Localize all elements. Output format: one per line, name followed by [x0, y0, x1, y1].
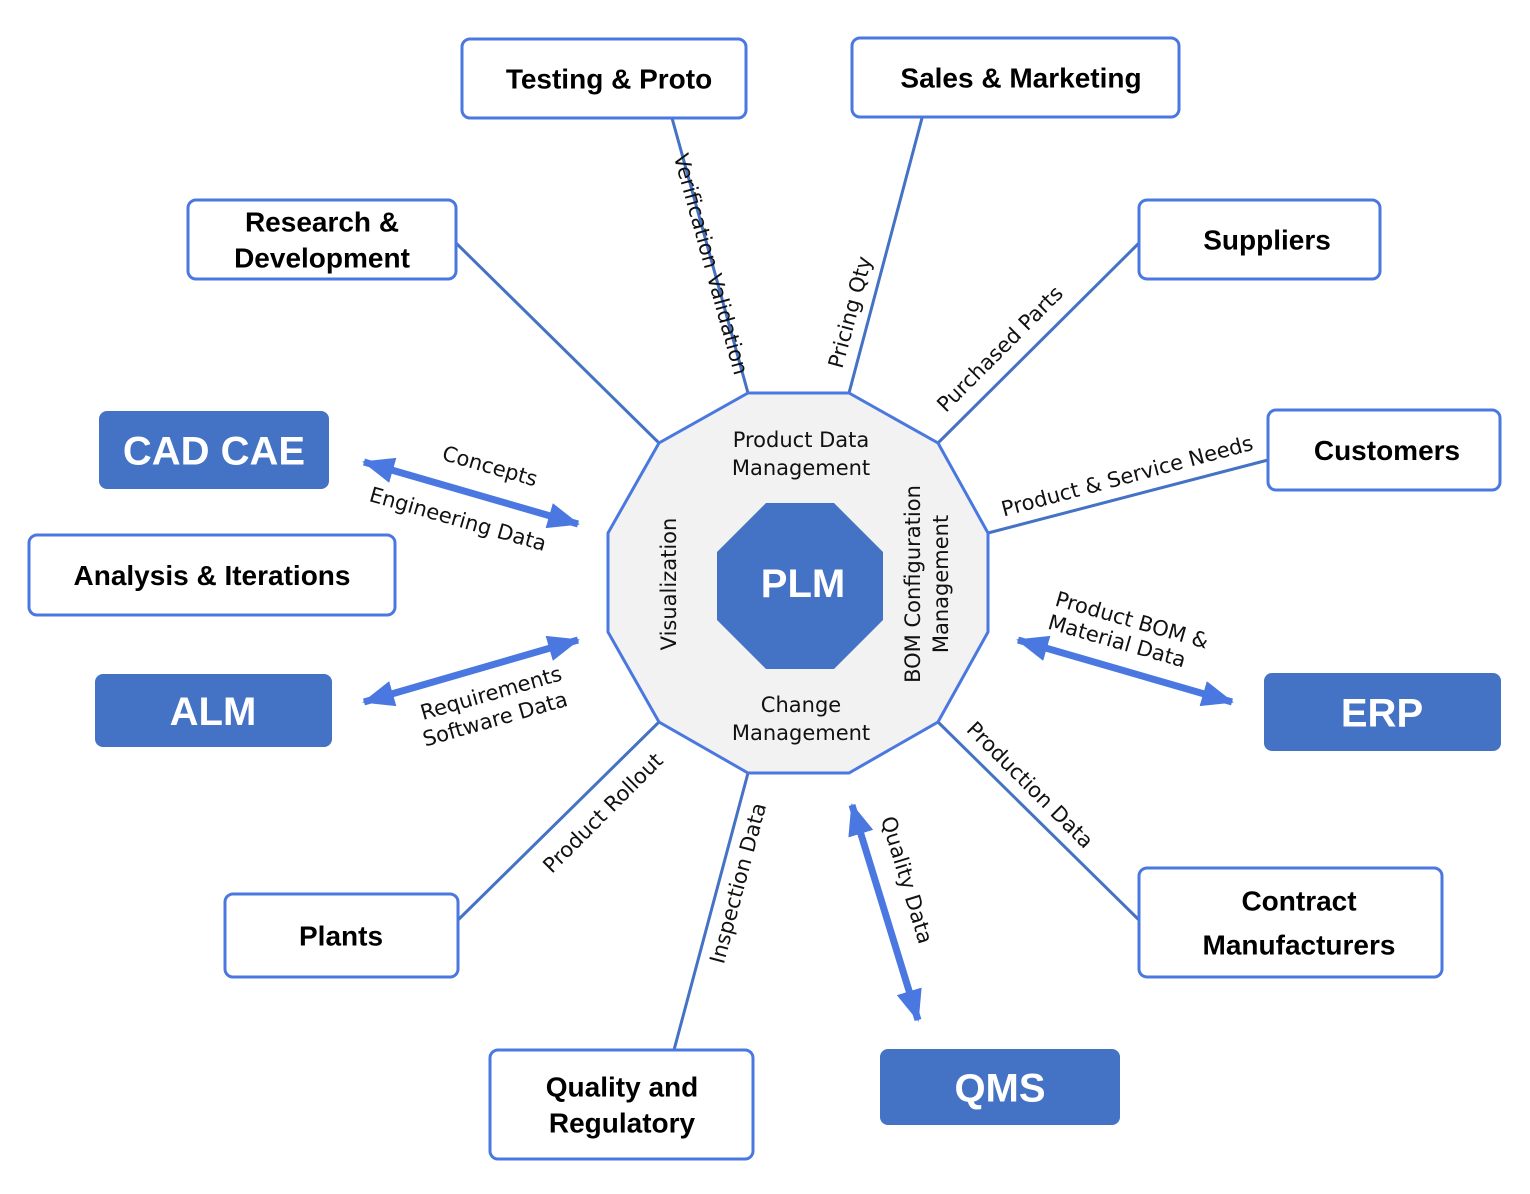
- node-cad: CAD CAE: [99, 411, 329, 489]
- node-qms-box: [880, 1049, 1120, 1125]
- node-testing-label-1: Testing & Proto: [506, 64, 712, 95]
- node-quality-label-2: Regulatory: [549, 1108, 696, 1139]
- line-contract: [936, 720, 1141, 922]
- node-suppliers-label-1: Suppliers: [1203, 225, 1331, 256]
- node-customers-label-1: Customers: [1314, 435, 1460, 466]
- line-customers: [987, 458, 1269, 535]
- node-alm: ALM: [95, 674, 332, 747]
- node-research-label-2: Development: [234, 243, 410, 274]
- node-testing: Testing & Proto: [460, 37, 748, 120]
- node-analysis-label-1: Analysis & Iterations: [74, 560, 351, 591]
- node-qms: QMS: [880, 1049, 1120, 1125]
- node-analysis: Analysis & Iterations: [27, 533, 397, 617]
- node-cad-box: [99, 411, 329, 489]
- connector-lines: [454, 117, 1269, 1051]
- node-alm-label-1: ALM: [170, 690, 257, 734]
- node-plants-box: [223, 892, 460, 979]
- node-erp-label-1: ERP: [1341, 691, 1423, 735]
- line-testing: [670, 117, 750, 394]
- node-contract-label-2: Manufacturers: [1203, 930, 1396, 961]
- node-quality-box: [488, 1048, 755, 1161]
- edge-label-testing: Verification Validation: [669, 151, 753, 377]
- node-research: Research & Development: [186, 198, 458, 281]
- node-research-box: [186, 198, 458, 281]
- edge-label-contract: Production Data: [962, 717, 1098, 853]
- line-suppliers: [936, 241, 1141, 445]
- node-plants: Plants: [223, 892, 460, 979]
- node-sales-label-1: Sales & Marketing: [900, 63, 1141, 94]
- node-sales: Sales & Marketing: [850, 36, 1181, 119]
- line-plants: [456, 720, 661, 922]
- node-erp: ERP: [1264, 673, 1501, 751]
- nodes: Testing & Proto Sales & MarketingResearch…: [27, 36, 1502, 1161]
- node-contract-label-1: Contract: [1241, 886, 1356, 917]
- node-quality-label-1: Quality and: [546, 1072, 698, 1103]
- edge-label-customers: Product & Service Needs: [999, 431, 1256, 521]
- edge-label-suppliers: Purchased Parts: [932, 281, 1068, 417]
- node-research-label-1: Research &: [245, 207, 399, 238]
- node-plants-label-1: Plants: [299, 921, 383, 952]
- hub-right-line-2: Management: [929, 515, 953, 653]
- node-suppliers: Suppliers: [1137, 198, 1382, 281]
- line-quality: [672, 772, 750, 1051]
- line-sales: [847, 117, 924, 394]
- node-sales-box: [850, 36, 1181, 119]
- plm-label: PLM: [761, 562, 845, 606]
- edge-label-sales: Pricing Qty: [824, 254, 877, 371]
- arrow-qms: [848, 803, 922, 1022]
- arrow-cad: [362, 457, 580, 529]
- node-customers-box: [1266, 408, 1502, 492]
- arrow-alm: [362, 635, 580, 707]
- hub-right-line-1: BOM Configuration: [901, 485, 925, 683]
- hub-top-line-2: Management: [732, 456, 870, 480]
- hub-left-label: Visualization: [657, 518, 681, 651]
- node-alm-box: [95, 674, 332, 747]
- hub-top-line-1: Product Data: [733, 428, 870, 452]
- node-cad-label-1: CAD CAE: [123, 429, 305, 473]
- node-analysis-box: [27, 533, 397, 617]
- edge-label-quality: Inspection Data: [705, 800, 771, 966]
- edge-label-plants: Product Rollout: [538, 748, 667, 877]
- node-customers: Customers: [1266, 408, 1502, 492]
- hub-bottom-line-1: Change: [761, 693, 841, 717]
- node-testing-box: [460, 37, 748, 120]
- hub-bottom-line-2: Management: [732, 721, 870, 745]
- node-qms-label-1: QMS: [954, 1066, 1045, 1110]
- edge-label-cad-line-1: Concepts: [440, 441, 541, 491]
- node-suppliers-box: [1137, 198, 1382, 281]
- node-erp-box: [1264, 673, 1501, 751]
- node-contract-box: [1137, 866, 1444, 979]
- plm-core-octagon: [717, 503, 883, 669]
- arrows: [362, 457, 1234, 1022]
- edge-label-qms: Quality Data: [876, 813, 938, 946]
- arrow-erp: [1016, 635, 1234, 707]
- line-research: [454, 241, 661, 445]
